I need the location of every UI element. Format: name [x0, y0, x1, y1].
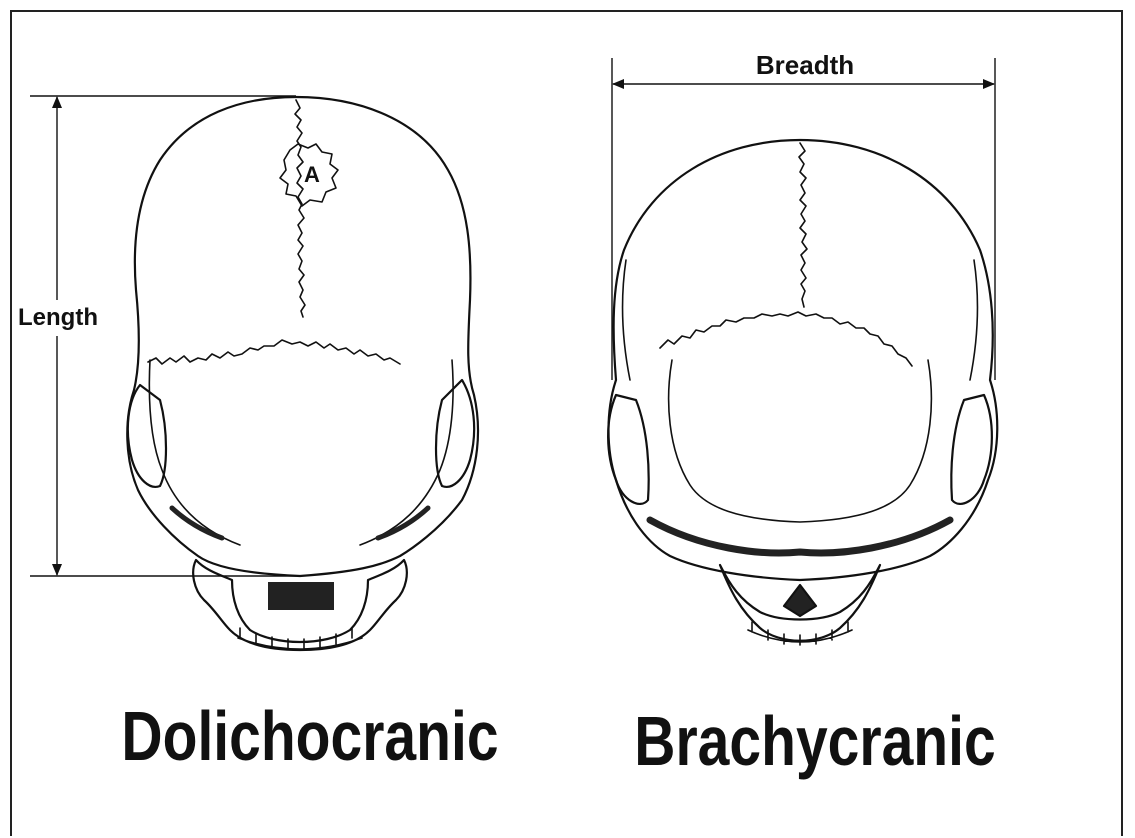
brachycranic-sagittal-suture	[799, 143, 807, 307]
brachycranic-teeth	[748, 622, 852, 645]
dolichocranic-left-arch	[128, 385, 166, 487]
dolichocranic-left-shade	[172, 508, 222, 538]
brachycranic-left-arch	[608, 395, 649, 504]
dolichocranic-vault-outline	[127, 97, 478, 576]
brachycranic-vault-outline	[609, 140, 998, 580]
point-a-label: A	[304, 162, 320, 187]
length-measure	[30, 96, 300, 576]
dolichocranic-skull	[127, 97, 478, 650]
dolichocranic-caption: Dolichocranic	[121, 698, 498, 776]
brachycranic-inner-vault	[669, 360, 932, 522]
dolichocranic-sagittal-suture	[295, 100, 305, 317]
breadth-label: Breadth	[756, 50, 854, 80]
dolichocranic-palate	[268, 582, 334, 610]
brachycranic-coronal-suture	[660, 312, 912, 366]
dolichocranic-right-shade	[378, 508, 428, 538]
length-label: Length	[18, 304, 98, 331]
brachycranic-shade-band	[650, 520, 950, 553]
brachycranic-temporal-lines	[623, 260, 978, 380]
dolichocranic-inner-outline	[149, 360, 453, 545]
dolichocranic-right-arch	[436, 380, 474, 487]
brachycranic-caption: Brachycranic	[634, 703, 995, 781]
brachycranic-nasal	[784, 585, 816, 616]
dolichocranic-coronal-suture	[148, 340, 400, 364]
brachycranic-skull	[608, 140, 997, 645]
